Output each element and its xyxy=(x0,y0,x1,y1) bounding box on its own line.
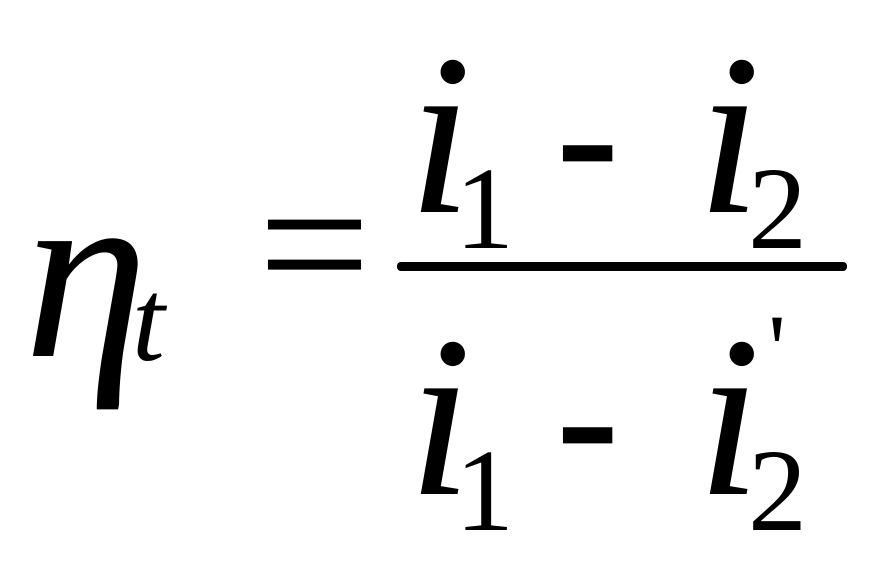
eta-subscript: t xyxy=(132,255,165,386)
equals-sign: = xyxy=(258,134,371,355)
denominator-term1-symbol: i xyxy=(408,289,472,544)
numerator-term1-subscript: 1 xyxy=(455,143,514,274)
denominator-term2-prime: ' xyxy=(768,294,787,405)
denominator-term1-subscript: 1 xyxy=(455,425,514,556)
numerator-term1-symbol: i xyxy=(408,7,472,262)
denominator-term2-symbol: i xyxy=(697,289,761,544)
numerator-term2-subscript: 2 xyxy=(748,143,807,274)
numerator-minus-sign: - xyxy=(556,30,620,240)
denominator-minus-sign: - xyxy=(556,312,620,522)
denominator-term2-subscript: 2 xyxy=(748,425,807,556)
numerator-term2-symbol: i xyxy=(697,7,761,262)
eta-symbol: η xyxy=(24,134,149,411)
fraction-bar xyxy=(397,262,847,271)
